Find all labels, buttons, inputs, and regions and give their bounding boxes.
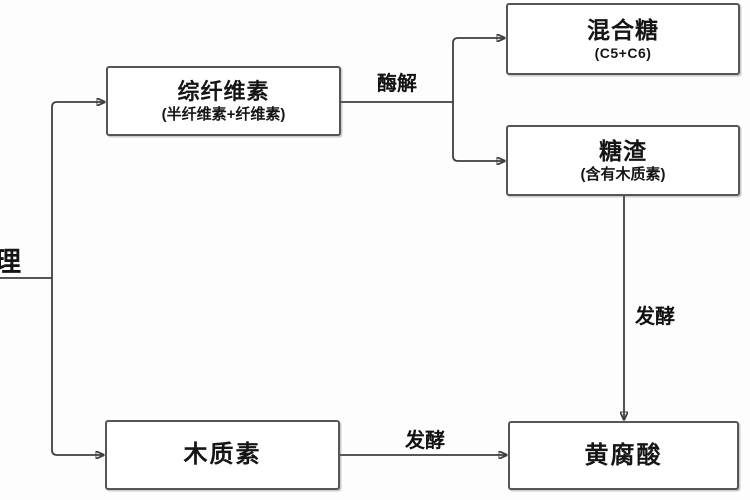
node-sugar-residue: 糖渣 (含有木质素): [506, 125, 740, 196]
node-fulvic-acid: 黄腐酸: [508, 421, 739, 490]
node-mixed-sugar: 混合糖 (C5+C6): [506, 3, 740, 75]
node-fulvic-acid-title: 黄腐酸: [584, 441, 663, 469]
node-sugar-residue-title: 糖渣: [599, 137, 647, 164]
connector-input-to-holocellulose: [51, 102, 105, 278]
connector-to-mixed-sugar: [452, 38, 505, 102]
node-holocellulose: 综纤维素 (半纤维素+纤维素): [106, 66, 341, 136]
node-lignin: 木质素: [105, 420, 340, 490]
node-mixed-sugar-subtitle: (C5+C6): [594, 45, 652, 62]
connector-to-sugar-residue: [452, 102, 505, 161]
input-source-label: 理: [0, 247, 21, 277]
node-mixed-sugar-title: 混合糖: [587, 16, 659, 43]
edge-label-fermentation-residue: 发酵: [635, 306, 675, 328]
edge-label-fermentation-lignin: 发酵: [405, 430, 445, 452]
node-holocellulose-title: 综纤维素: [177, 78, 270, 104]
node-holocellulose-subtitle: (半纤维素+纤维素): [161, 106, 286, 124]
connector-input-to-lignin: [51, 278, 104, 455]
node-lignin-title: 木质素: [183, 441, 262, 469]
edge-label-enzymolysis: 酶解: [377, 73, 417, 95]
node-sugar-residue-subtitle: (含有木质素): [580, 166, 666, 184]
